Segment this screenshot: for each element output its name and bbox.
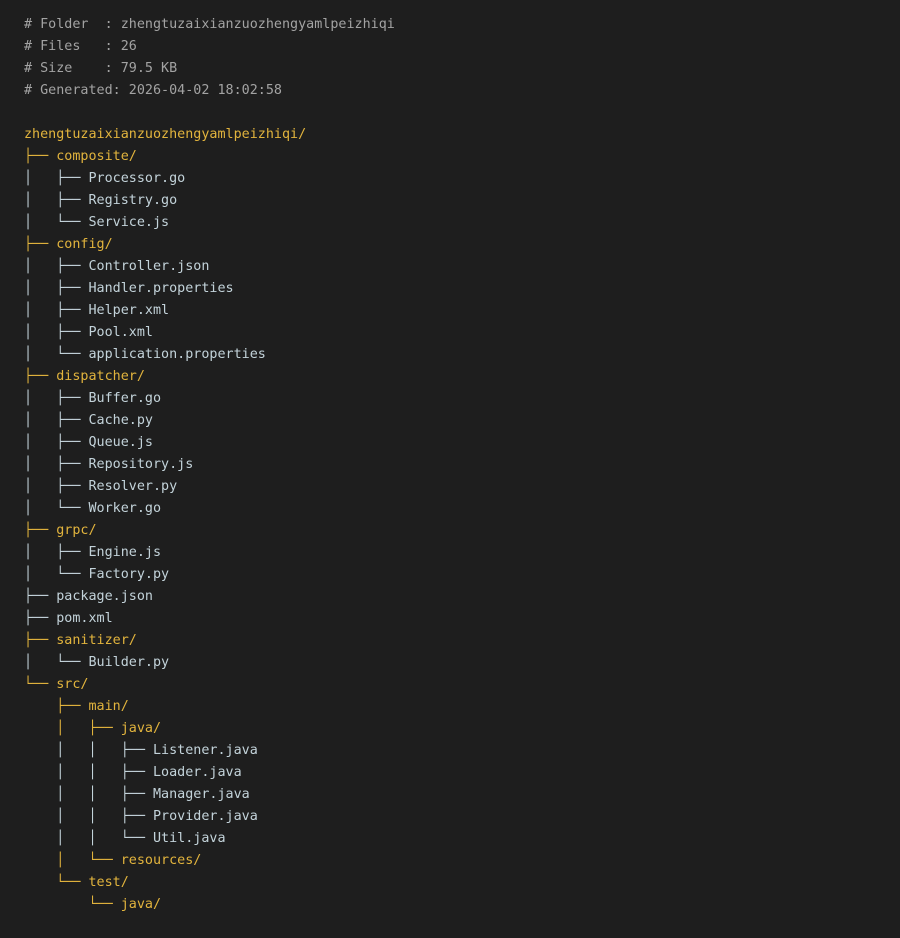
tree-file[interactable]: │ ├── Pool.xml [24,325,153,340]
tree-folder[interactable]: ├── dispatcher/ [24,369,145,384]
tree-folder[interactable]: └── java/ [24,897,162,912]
tree-file[interactable]: │ ├── Processor.go [24,171,186,186]
header-size: # Size : 79.5 KB [24,61,178,76]
tree-file[interactable]: ├── package.json [24,589,153,604]
tree-folder[interactable]: ├── config/ [24,237,113,252]
tree-file[interactable]: │ │ ├── Manager.java [24,787,250,802]
tree-file[interactable]: │ ├── Cache.py [24,413,153,428]
tree-folder[interactable]: ├── composite/ [24,149,137,164]
tree-file[interactable]: │ ├── Controller.json [24,259,210,274]
tree-file[interactable]: │ └── Worker.go [24,501,162,516]
tree-folder[interactable]: zhengtuzaixianzuozhengyamlpeizhiqi/ [24,127,307,142]
tree-folder[interactable]: ├── grpc/ [24,523,97,538]
tree-file[interactable]: │ ├── Helper.xml [24,303,170,318]
tree-file[interactable]: │ ├── Buffer.go [24,391,162,406]
header-generated: # Generated: 2026-04-02 18:02:58 [24,83,282,98]
header-files: # Files : 26 [24,39,137,54]
header-block: # Folder : zhengtuzaixianzuozhengyamlpei… [24,14,395,102]
tree-folder[interactable]: ├── main/ [24,699,129,714]
header-folder: # Folder : zhengtuzaixianzuozhengyamlpei… [24,17,395,32]
tree-folder[interactable]: │ ├── java/ [24,721,162,736]
tree-file[interactable]: │ ├── Repository.js [24,457,194,472]
tree-file[interactable]: │ └── application.properties [24,347,266,362]
tree-file[interactable]: │ ├── Queue.js [24,435,153,450]
tree-folder[interactable]: └── test/ [24,875,129,890]
tree-folder[interactable]: └── src/ [24,677,89,692]
tree-file[interactable]: │ │ └── Util.java [24,831,226,846]
tree-file[interactable]: │ ├── Engine.js [24,545,162,560]
spacer [24,102,395,124]
tree-folder[interactable]: ├── sanitizer/ [24,633,137,648]
tree-file[interactable]: │ └── Factory.py [24,567,170,582]
tree-file[interactable]: │ │ ├── Loader.java [24,765,242,780]
tree-file[interactable]: │ │ ├── Listener.java [24,743,258,758]
file-tree: zhengtuzaixianzuozhengyamlpeizhiqi/ ├── c… [24,124,395,916]
tree-file[interactable]: │ └── Builder.py [24,655,170,670]
tree-file[interactable]: ├── pom.xml [24,611,113,626]
tree-file[interactable]: │ │ ├── Provider.java [24,809,258,824]
tree-file[interactable]: │ ├── Registry.go [24,193,178,208]
tree-file[interactable]: │ ├── Handler.properties [24,281,234,296]
tree-listing: # Folder : zhengtuzaixianzuozhengyamlpei… [24,14,395,916]
tree-file[interactable]: │ └── Service.js [24,215,170,230]
tree-file[interactable]: │ ├── Resolver.py [24,479,178,494]
tree-folder[interactable]: │ └── resources/ [24,853,202,868]
